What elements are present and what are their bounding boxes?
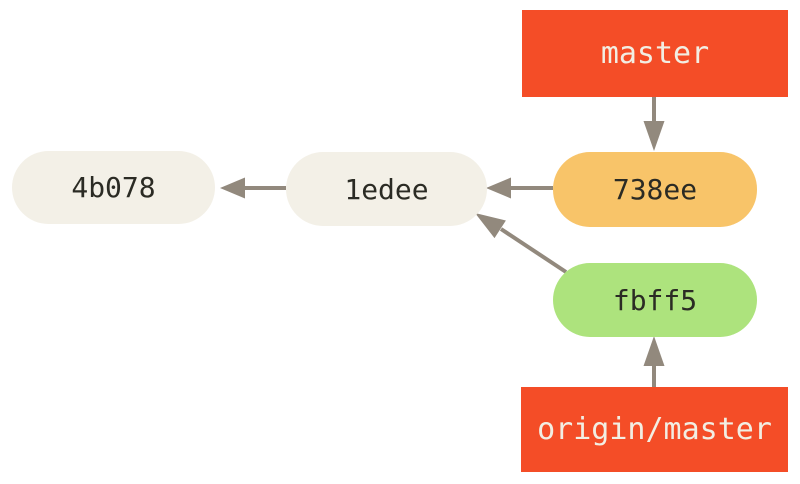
commit-node-fbff5-text: fbff5 — [612, 283, 698, 317]
commit-node-4b078-text: 4b078 — [71, 171, 156, 204]
arrow-738ee-to-1edee — [486, 177, 553, 199]
arrow-master-to-738ee — [643, 97, 665, 151]
commit-node-1edee-text: 1edee — [344, 172, 429, 206]
arrow-fbff5-to-1edee — [475, 213, 568, 274]
commit-node-738ee[interactable]: 738ee — [553, 152, 757, 227]
branch-label-master[interactable]: master — [522, 10, 788, 97]
branch-label-origin-master-text: origin/master — [537, 412, 772, 447]
commit-node-4b078[interactable]: 4b078 — [12, 151, 215, 224]
commit-node-1edee[interactable]: 1edee — [286, 152, 487, 226]
commit-node-738ee-text: 738ee — [612, 173, 698, 206]
commit-node-fbff5[interactable]: fbff5 — [553, 263, 757, 337]
branch-label-origin-master[interactable]: origin/master — [521, 387, 788, 472]
branch-label-master-text: master — [600, 36, 710, 71]
arrow-1edee-to-4b078 — [220, 177, 286, 199]
arrow-origin-master-to-fbff5 — [643, 336, 665, 387]
